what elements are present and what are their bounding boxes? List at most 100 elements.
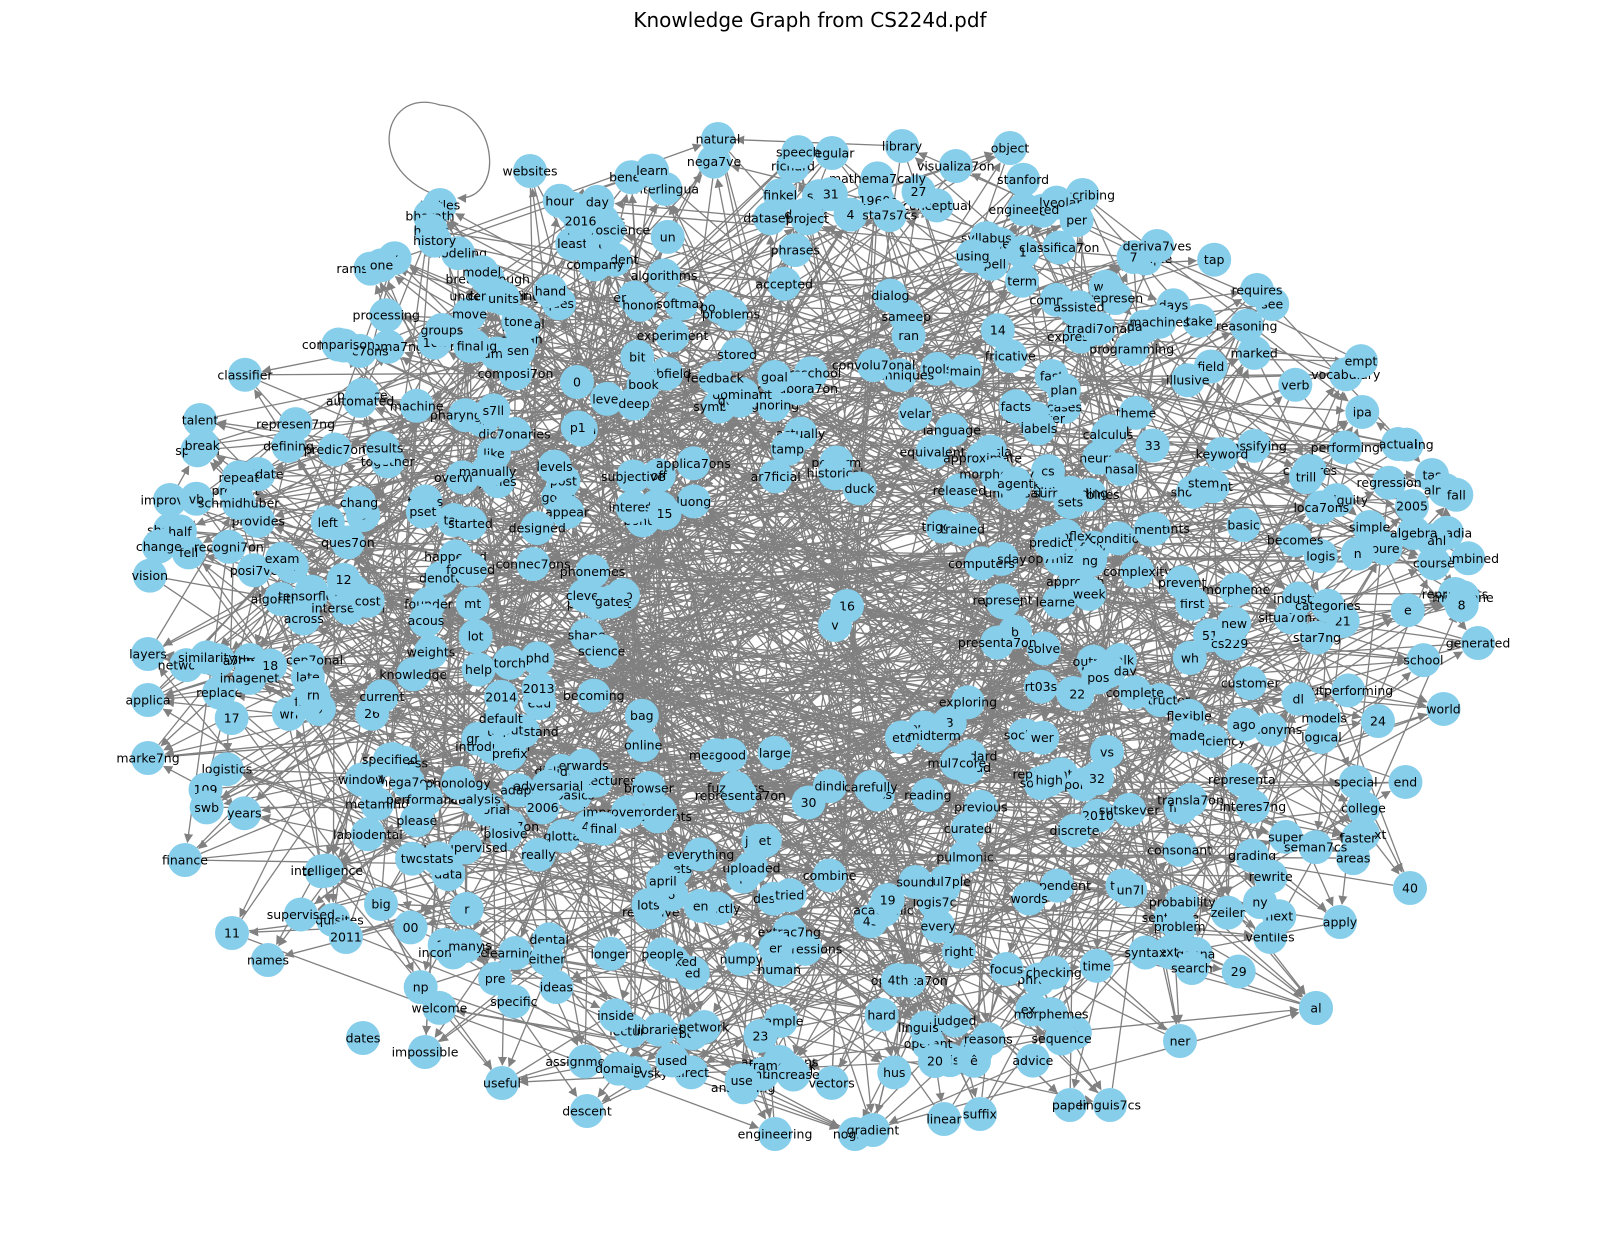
node-circle — [778, 233, 813, 268]
node-label: exploring — [939, 695, 997, 710]
node-label: least — [557, 236, 587, 251]
node-label: pset — [409, 504, 436, 519]
graph-node: numpy — [720, 942, 764, 977]
node-label: luong — [676, 494, 711, 509]
graph-node: regular — [810, 136, 856, 170]
graph-node: suffix — [963, 1097, 997, 1131]
node-label: gates — [595, 594, 630, 609]
node-label: nega7ve — [687, 154, 742, 169]
graph-edge — [318, 178, 782, 649]
node-label: stanford — [997, 172, 1049, 187]
node-label: sound — [896, 874, 934, 889]
node-label: move — [452, 307, 487, 322]
node-circle — [448, 398, 483, 433]
graph-edge — [1201, 621, 1323, 939]
graph-edge — [526, 597, 1074, 751]
node-label: metamind — [345, 796, 409, 811]
graph-title: Knowledge Graph from CS224d.pdf — [633, 8, 987, 32]
node-label: carefully — [844, 780, 898, 795]
node-label: duck — [845, 481, 876, 496]
graph-edge — [538, 246, 607, 672]
node-label: stem — [1188, 475, 1219, 490]
node-label: np — [413, 980, 429, 995]
node-label: 23 — [752, 1028, 768, 1043]
node-label: tamp — [771, 441, 804, 456]
graph-node: 2011 — [328, 920, 363, 955]
node-label: curated — [944, 821, 992, 836]
node-label: convolu7onal — [832, 358, 916, 373]
node-label: network — [679, 1020, 731, 1035]
node-label: 4th — [888, 973, 909, 988]
node-label: sequence — [1032, 1031, 1093, 1046]
node-label: regular — [810, 146, 856, 161]
node-label: erwards — [559, 758, 609, 773]
node-label: many — [448, 938, 484, 953]
graph-node: stem — [1186, 465, 1221, 500]
graph-edge — [491, 639, 1255, 873]
graph-node: using — [955, 239, 990, 274]
node-label: lot — [468, 629, 484, 644]
node-label: ventiles — [1246, 929, 1295, 944]
graph-node: cs — [1031, 454, 1065, 488]
graph-node: 23 — [743, 1018, 778, 1053]
graph-edge — [442, 599, 1447, 799]
graph-node: combine — [803, 858, 857, 893]
node-label: representa7on — [695, 788, 786, 803]
node-label: groups — [420, 323, 463, 338]
node-label: advice — [1012, 1053, 1053, 1068]
graph-node: swb — [189, 790, 224, 825]
graph-edge — [519, 1060, 934, 1087]
node-label: becomes — [1267, 533, 1324, 548]
graph-node: finkel — [763, 178, 798, 213]
graph-node: big — [364, 886, 399, 921]
node-label: library — [882, 139, 923, 154]
graph-edge — [823, 190, 1012, 362]
node-label: designed — [509, 521, 566, 536]
node-label: computers — [948, 556, 1015, 571]
node-circle — [1079, 948, 1114, 983]
graph-node: morpheme — [1202, 572, 1271, 607]
graph-node: new — [1217, 606, 1252, 641]
graph-node: v — [818, 608, 852, 642]
graph-edge — [456, 1010, 766, 1066]
graph-node: finance — [162, 843, 208, 877]
graph-node: ny — [1243, 885, 1277, 919]
graph-node: use — [724, 1063, 759, 1098]
node-circle — [1031, 454, 1065, 488]
graph-edge — [331, 795, 357, 855]
node-label: outperforming — [1303, 683, 1393, 698]
graph-edge — [599, 603, 1156, 910]
graph-node: plan — [1046, 373, 1081, 408]
node-label: midterm — [908, 728, 961, 743]
graph-edge — [353, 428, 456, 566]
node-label: use — [731, 1073, 753, 1088]
graph-node: softmax — [656, 286, 707, 321]
graph-edge — [608, 426, 1022, 687]
node-circle — [1345, 394, 1380, 429]
graph-node: wer — [1025, 720, 1060, 755]
graph-node: torch — [492, 645, 527, 680]
graph-node: engineering — [738, 1117, 812, 1151]
node-label: performing — [1311, 440, 1380, 455]
node-label: term — [1007, 273, 1037, 288]
node-label: ment — [1134, 522, 1167, 537]
graph-node: en — [683, 888, 718, 923]
graph-node: end — [1388, 764, 1423, 799]
graph-node: lot — [458, 619, 493, 654]
node-label: 22 — [1069, 687, 1085, 702]
graph-node: 17 — [214, 701, 249, 736]
node-label: speech — [776, 145, 821, 160]
node-label: loca7ons — [1293, 500, 1349, 515]
node-label: released — [933, 483, 987, 498]
node-circle — [993, 338, 1028, 373]
node-label: previous — [954, 799, 1007, 814]
node-label: posi7ve — [230, 563, 279, 578]
node-label: left — [318, 515, 338, 530]
graph-node: r — [449, 891, 484, 926]
node-label: 15 — [657, 506, 673, 521]
node-label: results — [362, 440, 404, 455]
graph-edge — [522, 673, 913, 1017]
graph-node: 8 — [1444, 588, 1479, 623]
node-label: project — [786, 211, 829, 226]
node-label: repeat — [219, 470, 260, 485]
